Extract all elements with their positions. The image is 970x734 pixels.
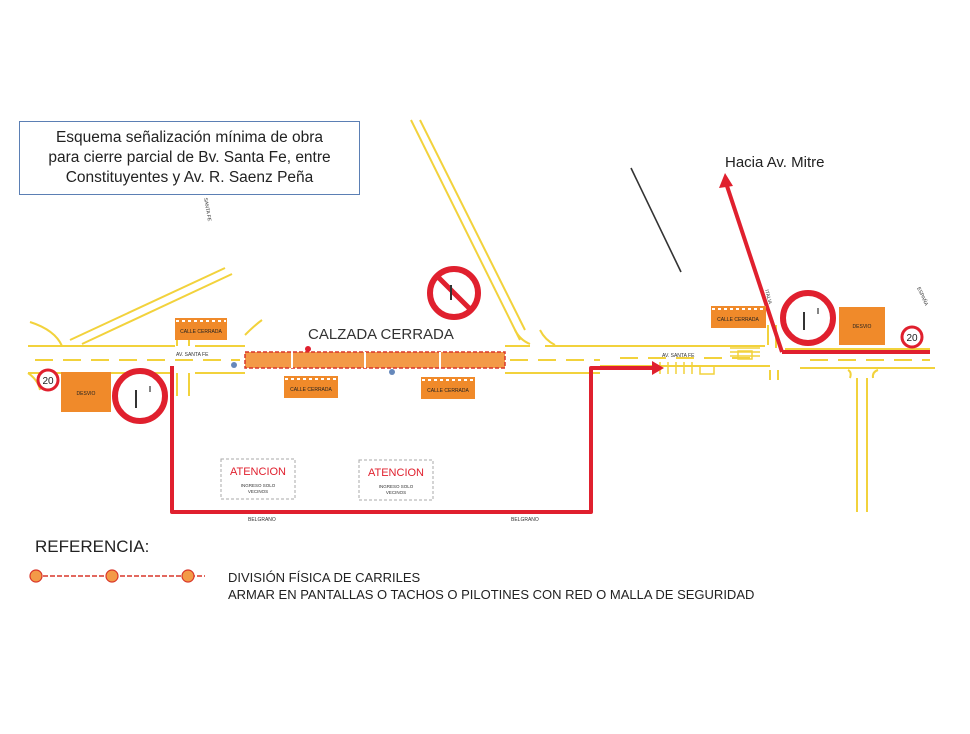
reference-title: REFERENCIA: [35, 537, 150, 556]
reference-line-1: DIVISIÓN FÍSICA DE CARRILES [228, 570, 421, 585]
street-label-italia: ITALIA [763, 289, 773, 306]
svg-text:ATENCION: ATENCION [368, 467, 424, 479]
svg-text:VECINOS: VECINOS [248, 489, 268, 494]
street-label-belgrano-right: BELGRANO [511, 517, 539, 523]
svg-text:VECINOS: VECINOS [386, 490, 406, 495]
no-entry-sign-center [427, 266, 481, 320]
title-line-2: para cierre parcial de Bv. Santa Fe, ent… [48, 149, 331, 166]
closed-lane-zone [231, 346, 506, 375]
atencion-sign-1: ATENCION INGRESO SOLO VECINOS [220, 458, 296, 500]
rail-line [630, 167, 682, 273]
title-line-1: Esquema señalización mínima de obra [55, 129, 324, 146]
svg-text:CALLE CERRADA: CALLE CERRADA [427, 388, 469, 394]
calzada-cerrada-label: CALZADA CERRADA [308, 326, 454, 343]
svg-text:ATENCION: ATENCION [230, 466, 286, 478]
detour-route [170, 185, 930, 514]
street-label-santa-fe-right: AV. SANTA FE [662, 353, 695, 359]
speed-limit-sign-left: 20 [36, 368, 60, 392]
no-entry-sign-right [780, 290, 836, 346]
desvio-sign-right: DESVIO [839, 307, 885, 345]
crosswalks [659, 347, 760, 375]
reference-line-2: ARMAR EN PANTALLAS O TACHOS O PILOTINES … [228, 587, 755, 602]
hacia-mitre-label: Hacia Av. Mitre [725, 154, 824, 171]
street-label-belgrano-left: BELGRANO [248, 517, 276, 523]
svg-text:CALLE CERRADA: CALLE CERRADA [717, 317, 759, 323]
title-line-3: Constituyentes y Av. R. Saenz Peña [65, 169, 314, 186]
street-label-santa-fe-left: AV. SANTA FE [176, 352, 209, 358]
svg-text:CALLE CERRADA: CALLE CERRADA [290, 387, 332, 393]
atencion-sign-2: ATENCION INGRESO SOLO VECINOS [358, 459, 434, 501]
reference-line [29, 569, 205, 583]
desvio-sign-left: DESVIO [61, 372, 111, 412]
calle-cerrada-sign-4: CALLE CERRADA [711, 306, 766, 328]
no-entry-sign-left [112, 368, 168, 424]
svg-text:CALLE CERRADA: CALLE CERRADA [180, 329, 222, 335]
street-label-vertical: SANTA FE [202, 197, 212, 222]
speed-limit-sign-right: 20 [900, 325, 924, 349]
street-label-espana: ESPAÑA [915, 286, 930, 308]
detour-arrow-right [652, 361, 664, 375]
svg-text:DESVIO: DESVIO [853, 324, 872, 330]
detour-arrow-up [719, 173, 733, 188]
svg-text:DESVIO: DESVIO [77, 391, 96, 397]
calle-cerrada-sign-2: CALLE CERRADA [284, 376, 338, 398]
svg-text:INGRESO SOLO: INGRESO SOLO [379, 484, 414, 489]
title-box: Esquema señalización mínima de obra para… [19, 121, 360, 195]
svg-text:20: 20 [906, 333, 918, 344]
calle-cerrada-sign-1: CALLE CERRADA [175, 318, 227, 340]
calle-cerrada-sign-3: CALLE CERRADA [421, 377, 475, 399]
svg-text:INGRESO SOLO: INGRESO SOLO [241, 483, 276, 488]
svg-text:20: 20 [42, 376, 54, 387]
